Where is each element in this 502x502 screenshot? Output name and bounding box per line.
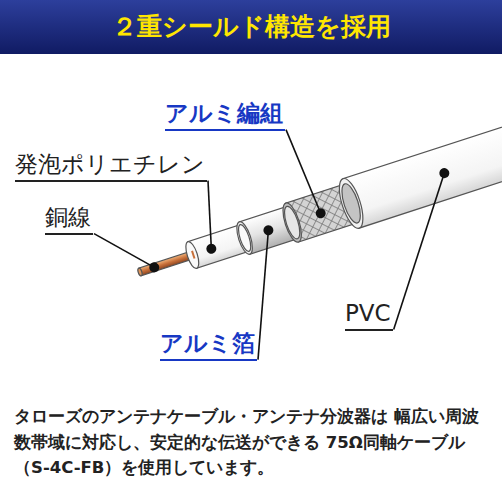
leader-line: [286, 130, 321, 214]
leader-line: [394, 173, 445, 329]
part-label: PVC: [345, 300, 393, 331]
leader-line: [208, 181, 211, 249]
leader-line: [94, 234, 154, 268]
caption-text: タローズのアンテナケーブル・アンテナ分波器は 幅広い周波数帯域に対応し、安定的な…: [14, 404, 490, 481]
title: ２重シールド構造を採用: [0, 0, 502, 54]
part-label: アルミ編組: [165, 100, 285, 131]
leader-line: [258, 230, 268, 359]
part-label: 発泡ポリエチレン: [15, 151, 207, 182]
part-label: アルミ箔: [160, 330, 257, 361]
part-label: 銅線: [45, 204, 93, 235]
